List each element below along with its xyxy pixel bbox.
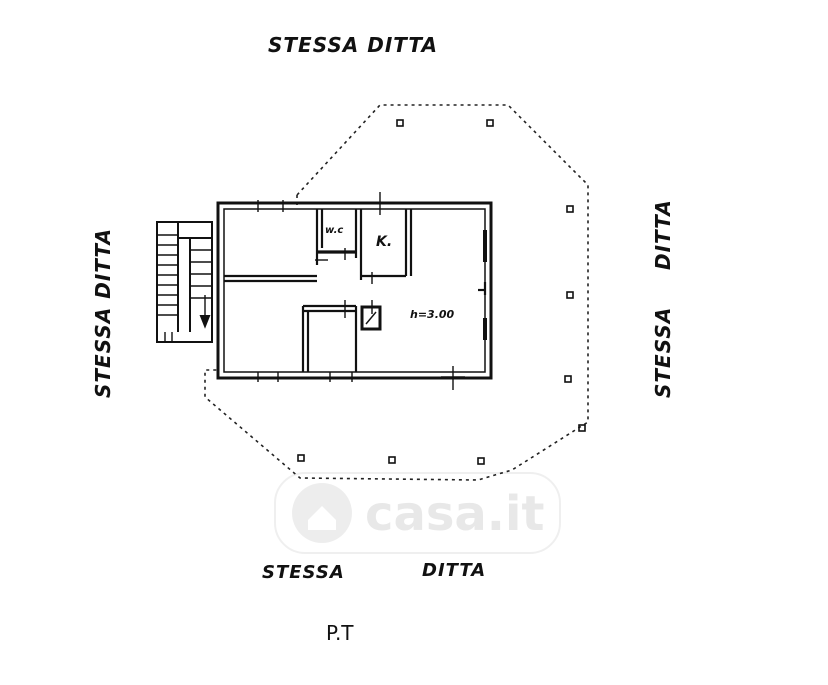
watermark: casa.it — [274, 472, 561, 554]
staircase — [156, 221, 213, 343]
room-label-kitchen: K. — [376, 234, 392, 250]
interior-walls — [224, 209, 487, 372]
label-right-lower: STESSA — [651, 307, 675, 398]
house-walls — [216, 201, 493, 380]
label-bottom-left: STESSA — [262, 562, 345, 583]
label-bottom-right: DITTA — [422, 560, 486, 581]
label-left: STESSA DITTA — [91, 228, 115, 398]
label-top: STESSA DITTA — [268, 33, 438, 57]
room-label-wc: w.c — [325, 225, 343, 236]
lot-perimeter — [204, 104, 589, 481]
floor-label: P.T — [326, 621, 354, 645]
pillars — [297, 119, 586, 465]
room-label-height: h=3.00 — [410, 308, 455, 321]
openings — [257, 192, 465, 390]
watermark-text: casa.it — [365, 486, 544, 542]
stair-arrow-icon — [199, 315, 211, 329]
label-right-upper: DITTA — [651, 199, 675, 270]
